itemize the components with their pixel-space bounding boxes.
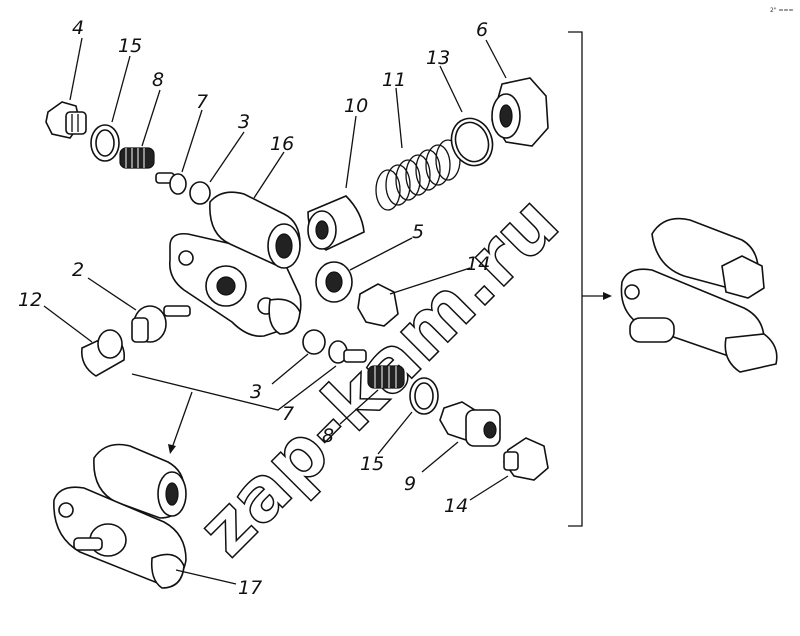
part-4-hex-plug [45, 101, 87, 139]
callout-9: 9 [404, 473, 416, 495]
corner-mark: 2" === [770, 7, 794, 14]
callout-3-top: 3 [238, 111, 250, 133]
part-2-fitting [131, 305, 191, 343]
callout-2: 2 [72, 259, 84, 281]
leader-7a [181, 109, 203, 173]
part-7-valve-top [155, 172, 187, 195]
part-6-cap-nut [491, 77, 549, 147]
callout-12: 12 [18, 289, 42, 311]
callout-16: 16 [270, 133, 294, 155]
leader-9 [421, 441, 459, 473]
part-14-plug-lower [503, 437, 549, 481]
leader-15a [111, 55, 131, 123]
leader-3b [271, 353, 309, 385]
leader-16 [253, 151, 285, 199]
leader-10 [345, 115, 357, 189]
leader-8b [339, 389, 379, 425]
leader-7b [131, 365, 337, 411]
part-5-bushing [315, 261, 353, 303]
assembly-bracket [568, 31, 583, 527]
part-15-washer-lower-inner [414, 382, 434, 410]
leader-14b [469, 475, 509, 501]
leader-17 [175, 569, 237, 585]
callout-7-top: 7 [196, 91, 208, 113]
part-14-plug-upper [357, 283, 399, 327]
callout-7-lower: 7 [282, 403, 294, 425]
leader-5 [349, 237, 413, 271]
part-12-cap [80, 329, 126, 377]
leader-12 [43, 305, 93, 343]
leader-15b [377, 411, 413, 455]
callout-14-upper: 14 [466, 253, 490, 275]
callout-15-lower: 15 [360, 453, 384, 475]
part-3-bushing-lower [302, 329, 326, 355]
assembled-view-bottom [53, 443, 187, 589]
callout-3-lower: 3 [250, 381, 262, 403]
part-8-spring-top [119, 147, 155, 169]
part-7-valve-lower [328, 340, 367, 364]
leader-3a [209, 131, 245, 183]
leader-13 [439, 65, 463, 113]
leader-14a [389, 267, 471, 295]
part-11-spring [375, 139, 461, 211]
callout-8-lower: 8 [322, 425, 334, 447]
leader-6 [485, 39, 507, 79]
part-9-union [439, 401, 501, 447]
part-13-o-ring-inner [454, 121, 490, 163]
callout-17: 17 [238, 577, 262, 599]
callout-14-lower: 14 [444, 495, 468, 517]
callout-8-top: 8 [152, 69, 164, 91]
part-3-bushing-top [189, 181, 211, 205]
assembled-view-right [620, 217, 778, 373]
callout-10: 10 [344, 95, 368, 117]
part-16-body [168, 191, 302, 338]
leader-4 [69, 37, 83, 101]
part-8-spring-lower [367, 365, 405, 389]
callout-15-top: 15 [118, 35, 142, 57]
leader-assembly-bottom-head [168, 444, 176, 454]
callout-5: 5 [412, 221, 424, 243]
callout-4: 4 [72, 17, 84, 39]
assembly-arrow-head [603, 292, 612, 300]
leader-2 [87, 277, 137, 311]
leader-assembly-bottom [171, 391, 193, 449]
callout-6: 6 [476, 19, 488, 41]
leader-11 [395, 87, 403, 149]
callout-11: 11 [382, 69, 406, 91]
callout-13: 13 [426, 47, 450, 69]
leader-8a [141, 89, 161, 147]
part-10-sleeve [307, 195, 365, 251]
part-15-washer-top-inner [95, 129, 115, 157]
